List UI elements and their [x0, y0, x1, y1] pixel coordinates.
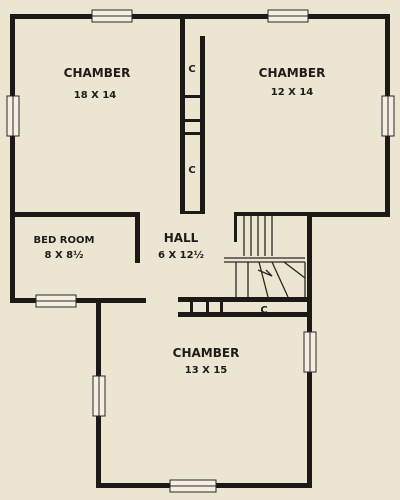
bed-room-name: BED ROOM [34, 235, 95, 246]
stair-arrow-head [265, 269, 273, 277]
chamber-s-name: CHAMBER [173, 346, 240, 360]
stair-tread [271, 261, 289, 298]
window-left [6, 95, 20, 137]
window-top-left [91, 9, 133, 23]
windows [6, 9, 395, 493]
window-top-right [267, 9, 309, 23]
closet-shelf-1 [185, 95, 200, 98]
window-bottom [169, 479, 217, 493]
wall-left [10, 14, 15, 303]
closet-post-2 [206, 297, 209, 317]
wall-closet-bottom [178, 312, 312, 317]
closet-post-1 [190, 297, 193, 317]
window-bedroom [35, 294, 77, 308]
wall-bedroom-right [135, 212, 140, 263]
closet-label-upper: C [188, 64, 195, 75]
wall-south-top [178, 297, 312, 302]
chamber-ne-name: CHAMBER [259, 66, 326, 80]
wall-stair-left [234, 212, 237, 242]
wall-divider-left [180, 19, 185, 214]
hall-name: HALL [164, 231, 199, 245]
closet-shelf-3 [185, 132, 200, 135]
closet-label-stair: C [260, 305, 267, 316]
wall-left-bottom [10, 298, 146, 303]
window-south-left [92, 375, 106, 417]
staircase [224, 216, 306, 298]
wall-stair-top [234, 212, 310, 216]
room-labels: CHAMBER 18 X 14 CHAMBER 12 X 14 BED ROOM… [34, 64, 326, 376]
stair-arrow [257, 269, 273, 277]
chamber-nw-name: CHAMBER [64, 66, 131, 80]
chamber-nw-size: 18 X 14 [74, 90, 117, 101]
stair-tread [283, 261, 306, 279]
closet-post-3 [220, 297, 223, 317]
stair-tread [258, 261, 269, 298]
chamber-ne-size: 12 X 14 [271, 87, 314, 98]
wall-top [10, 14, 390, 19]
wall-divider-right [200, 36, 205, 214]
closet-shelf-2 [185, 119, 200, 122]
wall-right-step [310, 212, 390, 217]
hall-size: 6 X 12½ [158, 250, 204, 261]
closet-bottom [185, 211, 200, 214]
chamber-s-size: 13 X 15 [185, 365, 228, 376]
wall-nw-bottom [10, 212, 140, 217]
bed-room-size: 8 X 8½ [45, 250, 84, 261]
window-south-right [303, 331, 317, 373]
closet-label-lower: C [188, 165, 195, 176]
window-right [381, 95, 395, 137]
